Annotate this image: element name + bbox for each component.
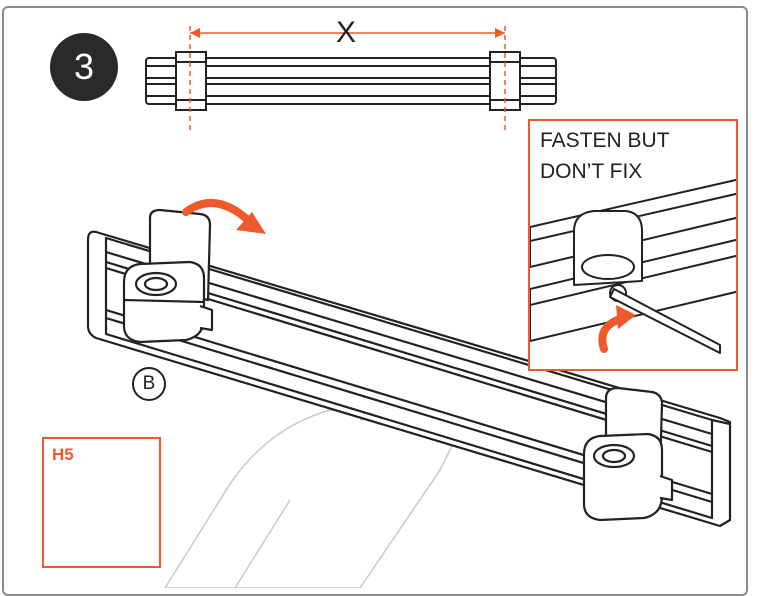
dimension-line xyxy=(189,26,506,134)
rail-overview xyxy=(145,51,557,111)
clamp-right xyxy=(582,386,674,522)
tool-size-label: H5 xyxy=(52,445,74,464)
part-reference-label: B xyxy=(132,367,166,401)
tool-callout: H5 xyxy=(42,437,161,568)
rotate-arrow-icon xyxy=(182,199,266,234)
inset-instruction-text: FASTEN BUT DON’T FIX xyxy=(540,129,670,183)
step-number-badge: 3 xyxy=(50,33,118,101)
inset-illustration xyxy=(530,178,736,354)
clamp-left xyxy=(122,208,214,344)
detail-inset: FASTEN BUT DON’T FIX xyxy=(528,119,738,371)
desk-arm xyxy=(164,407,456,588)
tighten-arrow-icon xyxy=(598,305,636,353)
dimension-label: X xyxy=(336,16,357,49)
